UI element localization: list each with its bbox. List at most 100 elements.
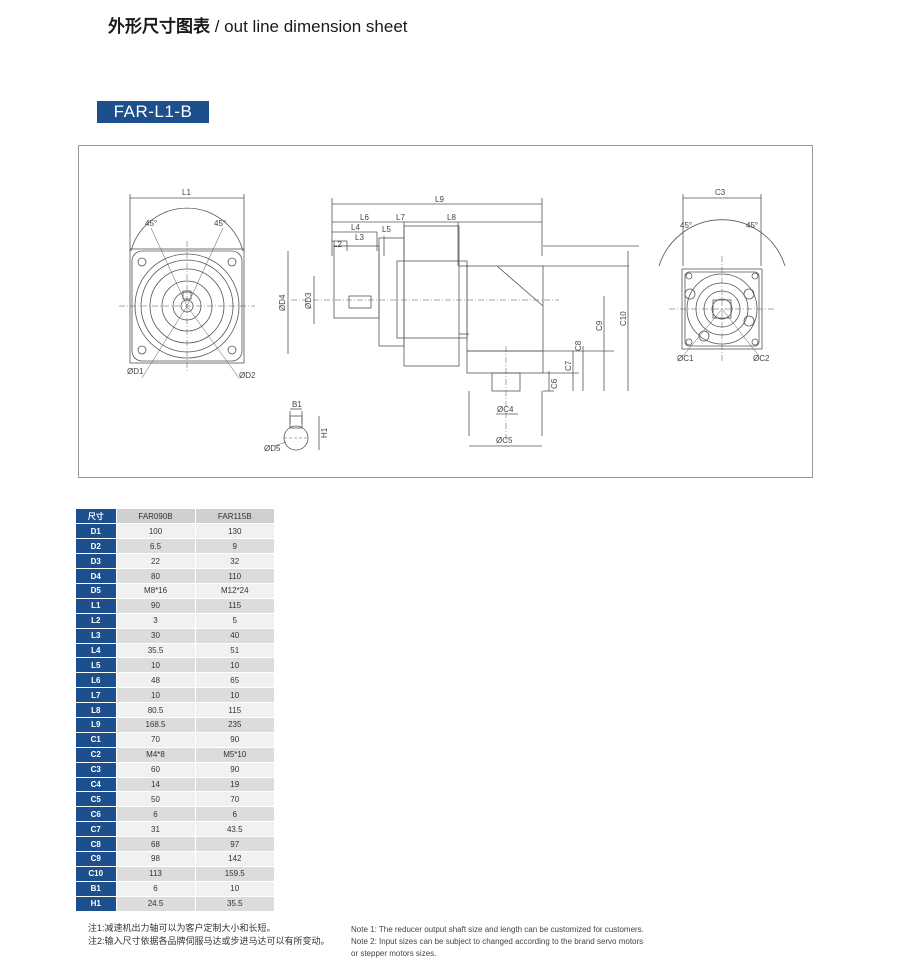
dim-label-angle-right: 45° — [214, 219, 226, 228]
table-cell-dimension: D2 — [76, 538, 116, 555]
note-cn-1: 注1:减速机出力轴可以为客户定制大小和长短。 — [88, 923, 276, 933]
dim-label-l2: L2 — [333, 240, 342, 249]
table-cell-far115b: 43.5 — [194, 821, 274, 838]
table-header-dimension: 尺寸 — [76, 509, 116, 525]
table-cell-dimension: L6 — [76, 672, 116, 689]
dim-label-l5: L5 — [382, 225, 391, 234]
dim-label-d2: ØD2 — [239, 371, 256, 380]
dim-label-c5: ØC5 — [496, 436, 513, 445]
dim-label-c6: C6 — [550, 378, 559, 389]
table-header-row: 尺寸 FAR090B FAR115B — [76, 509, 274, 525]
table-cell-far090b: 6 — [115, 881, 195, 897]
table-cell-far090b: 60 — [115, 762, 195, 778]
dim-label-c10: C10 — [619, 311, 628, 326]
table-cell-dimension: C1 — [76, 732, 116, 748]
table-cell-far115b: 10 — [194, 687, 274, 704]
table-header-far090b: FAR090B — [115, 509, 195, 525]
table-cell-far115b: 130 — [194, 523, 274, 540]
table-cell-far090b: 70 — [115, 732, 195, 748]
table-cell-far115b: M12*24 — [194, 583, 274, 599]
dim-label-l9: L9 — [435, 195, 444, 204]
table-cell-far090b: 3 — [115, 613, 195, 629]
table-cell-far115b: 70 — [194, 791, 274, 808]
table-cell-far115b: 142 — [194, 851, 274, 867]
side-view-gearbox — [287, 198, 639, 447]
table-cell-far090b: 14 — [115, 777, 195, 793]
table-cell-dimension: L4 — [76, 643, 116, 659]
table-header-far115b: FAR115B — [194, 509, 274, 525]
table-cell-far090b: 100 — [115, 523, 195, 540]
dimension-drawing: L1 45° 45° ØD1 ØD2 L9 L6 L7 L8 L4 L5 L3 … — [78, 145, 813, 478]
dim-label-c8: C8 — [574, 340, 583, 351]
table-cell-far115b: 90 — [194, 732, 274, 748]
rear-view-input-flange — [658, 194, 786, 361]
table-cell-far090b: 80.5 — [115, 702, 195, 718]
front-view-output-flange — [119, 194, 255, 379]
notes-en: Note 1: The reducer output shaft size an… — [351, 924, 644, 960]
table-cell-dimension: C9 — [76, 851, 116, 867]
dim-label-l8: L8 — [447, 213, 456, 222]
table-cell-far090b: 10 — [115, 657, 195, 674]
table-cell-far090b: 48 — [115, 672, 195, 689]
table-cell-dimension: C3 — [76, 762, 116, 778]
table-cell-far115b: 10 — [194, 657, 274, 674]
table-cell-dimension: C8 — [76, 836, 116, 852]
table-cell-dimension: C7 — [76, 821, 116, 838]
dimension-labels: L1 45° 45° ØD1 ØD2 L9 L6 L7 L8 L4 L5 L3 … — [127, 188, 770, 453]
table-cell-dimension: H1 — [76, 896, 116, 912]
note-en-1: Note 1: The reducer output shaft size an… — [351, 925, 644, 934]
table-cell-far090b: 6 — [115, 806, 195, 823]
table-cell-far090b: 35.5 — [115, 643, 195, 659]
dim-label-l4: L4 — [351, 223, 360, 232]
table-cell-far115b: 159.5 — [194, 866, 274, 882]
table-cell-far090b: 10 — [115, 687, 195, 704]
table-cell-far115b: 32 — [194, 553, 274, 570]
dim-label-l3: L3 — [355, 233, 364, 242]
table-cell-far090b: 98 — [115, 851, 195, 867]
dim-label-angle-left: 45° — [145, 219, 157, 228]
note-en-3: or stepper motors sizes. — [351, 949, 437, 958]
table-cell-dimension: D1 — [76, 523, 116, 540]
dim-label-d1: ØD1 — [127, 367, 144, 376]
notes-cn: 注1:减速机出力轴可以为客户定制大小和长短。 注2:输入尺寸依据各品牌伺服马达或… — [88, 922, 330, 948]
dim-label-c1: ØC1 — [677, 354, 694, 363]
table-cell-far115b: 35.5 — [194, 896, 274, 912]
table-cell-far090b: 90 — [115, 598, 195, 614]
table-cell-far090b: 31 — [115, 821, 195, 838]
dim-label-c2: ØC2 — [753, 354, 770, 363]
table-cell-dimension: L7 — [76, 687, 116, 704]
table-cell-far090b: 113 — [115, 866, 195, 882]
table-cell-far115b: 115 — [194, 702, 274, 718]
page-title: 外形尺寸图表 / out line dimension sheet — [108, 12, 408, 37]
table-cell-far115b: M5*10 — [194, 747, 274, 763]
table-cell-dimension: L5 — [76, 657, 116, 674]
shaft-key-section — [273, 408, 320, 451]
table-cell-dimension: C2 — [76, 747, 116, 763]
table-cell-far090b: 50 — [115, 791, 195, 808]
table-cell-far115b: 97 — [194, 836, 274, 852]
dim-label-c3: C3 — [715, 188, 726, 197]
table-cell-far115b: 110 — [194, 568, 274, 584]
dim-label-d4: ØD4 — [278, 294, 287, 311]
table-cell-far090b: 22 — [115, 553, 195, 570]
table-cell-far090b: M4*8 — [115, 747, 195, 763]
dim-label-c7: C7 — [564, 360, 573, 371]
table-cell-dimension: L3 — [76, 628, 116, 644]
table-cell-far090b: 24.5 — [115, 896, 195, 912]
table-cell-far115b: 40 — [194, 628, 274, 644]
table-cell-dimension: C6 — [76, 806, 116, 823]
